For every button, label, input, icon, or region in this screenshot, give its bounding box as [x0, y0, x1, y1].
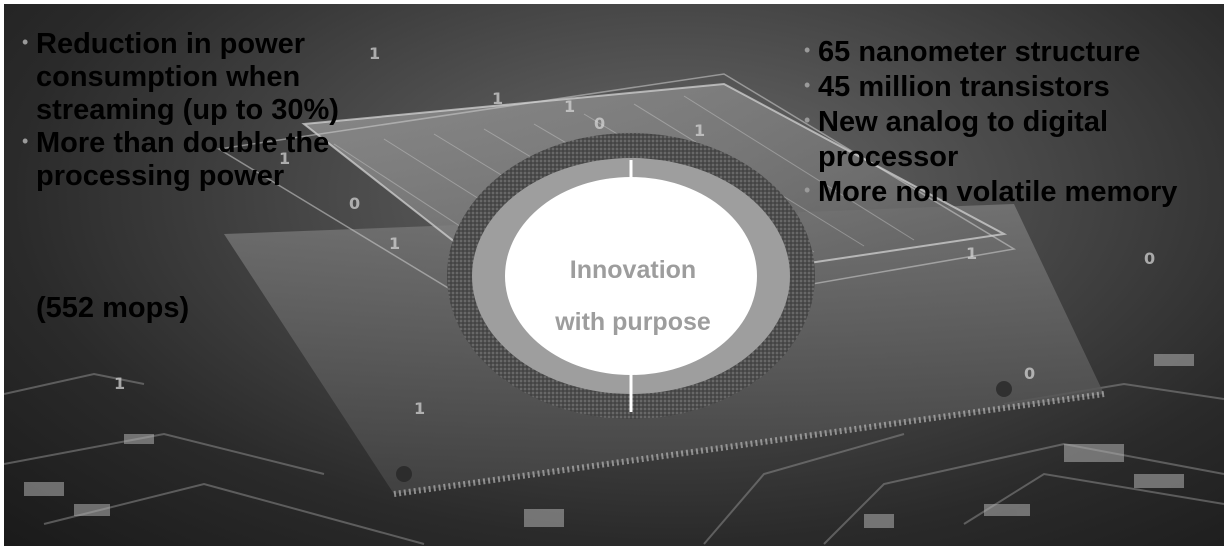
right-bullet-analog-digital: New analog to digital processor	[801, 103, 1221, 175]
left-bullet-processing-power: More than double the processing power	[19, 125, 379, 193]
svg-text:0: 0	[594, 114, 605, 133]
center-caption-line1: Innovation	[569, 256, 697, 284]
left-feature-list: Reduction in power consumption when stre…	[19, 26, 379, 193]
right-bullet-transistors: 45 million transistors	[801, 68, 1221, 105]
svg-text:0: 0	[349, 194, 360, 213]
center-disc	[505, 177, 757, 375]
svg-text:0: 0	[1024, 364, 1035, 383]
svg-text:1: 1	[414, 399, 425, 418]
center-caption: Innovation with purpose	[507, 244, 759, 348]
circuit-pads	[24, 354, 1194, 528]
slide-canvas: 1 1 0 1 0 1 1 1 1 0 0 1 1 Reduction in p…	[4, 4, 1224, 546]
svg-text:0: 0	[1144, 249, 1155, 268]
left-extra-line: (552 mops)	[36, 292, 190, 324]
svg-text:1: 1	[564, 97, 575, 116]
svg-text:1: 1	[389, 234, 400, 253]
right-bullet-nanometer: 65 nanometer structure	[801, 33, 1221, 70]
center-ring-diagram	[447, 133, 815, 419]
right-feature-list: 65 nanometer structure 45 million transi…	[801, 33, 1221, 210]
svg-text:1: 1	[492, 89, 503, 108]
svg-text:1: 1	[694, 121, 705, 140]
left-bullet-power-reduction: Reduction in power consumption when stre…	[19, 26, 379, 127]
center-caption-line2: with purpose	[555, 308, 711, 336]
svg-text:1: 1	[114, 374, 125, 393]
right-bullet-memory: More non volatile memory	[801, 173, 1221, 210]
svg-text:1: 1	[966, 244, 977, 263]
